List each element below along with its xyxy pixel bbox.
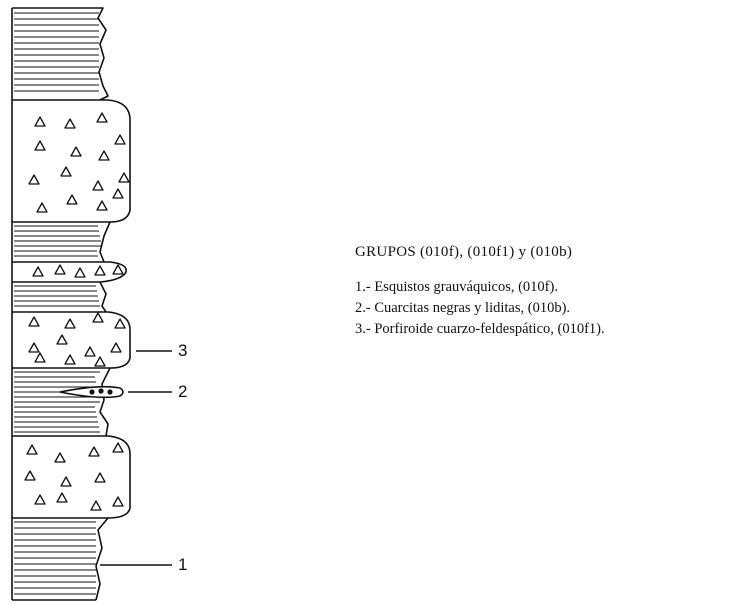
triangle-pattern-mark	[70, 146, 82, 157]
legend-item-1: 1.- Esquistos grauváquicos, (010f).	[355, 279, 558, 295]
triangle-pattern-mark	[34, 140, 46, 151]
legend-title: GRUPOS (010f), (010f1) y (010b)	[355, 244, 573, 260]
triangle-pattern-mark	[110, 342, 122, 353]
porphyroid-unit-c	[12, 435, 131, 519]
callout-label-1: 1	[178, 555, 188, 574]
triangle-pattern-mark	[60, 166, 72, 177]
porphyroid-lens	[12, 261, 127, 283]
legend-item-2: 2.- Cuarcitas negras y liditas, (010b).	[355, 300, 571, 316]
triangle-pattern-mark	[34, 352, 46, 363]
triangle-pattern-mark	[94, 472, 106, 483]
shale-unit-2	[14, 221, 111, 263]
legend: GRUPOS (010f), (010f1) y (010b) 1.- Esqu…	[355, 244, 740, 340]
callout-label-2: 2	[178, 382, 188, 401]
porphyroid-unit-a	[12, 99, 131, 223]
triangle-pattern-mark	[64, 318, 76, 329]
triangle-pattern-mark	[94, 356, 106, 367]
triangle-pattern-mark	[92, 180, 104, 191]
triangle-pattern-mark	[90, 500, 102, 511]
shale-unit-3	[14, 281, 107, 313]
triangle-pattern-mark	[112, 496, 124, 507]
triangle-pattern-mark	[28, 342, 40, 353]
porphyroid-unit-b	[12, 311, 131, 369]
triangle-pattern-mark	[66, 194, 78, 205]
triangle-pattern-mark	[112, 264, 124, 275]
triangle-pattern-mark	[36, 202, 48, 213]
triangle-pattern-mark	[64, 118, 76, 129]
triangle-pattern-mark	[74, 267, 86, 278]
triangle-pattern-mark	[118, 172, 130, 183]
callout-label-3: 3	[178, 341, 188, 360]
shale-unit-bottom	[12, 517, 109, 601]
legend-item-3: 3.- Porfiroide cuarzo-feldespático, (010…	[355, 321, 605, 337]
triangle-pattern-mark	[94, 265, 106, 276]
triangle-pattern-mark	[88, 446, 100, 457]
quartzite-lens	[59, 385, 124, 399]
triangle-pattern-mark	[114, 134, 126, 145]
triangle-pattern-mark	[114, 318, 126, 329]
triangle-pattern-mark	[112, 442, 124, 453]
shale-unit-4	[14, 367, 111, 437]
triangle-pattern-mark	[28, 174, 40, 185]
triangle-pattern-mark	[56, 492, 68, 503]
triangle-pattern-mark	[92, 312, 104, 323]
triangle-pattern-mark	[56, 334, 68, 345]
triangle-pattern-mark	[28, 316, 40, 327]
triangle-pattern-mark	[98, 150, 110, 161]
triangle-pattern-mark	[26, 444, 38, 455]
triangle-pattern-mark	[24, 470, 36, 481]
triangle-pattern-mark	[112, 188, 124, 199]
triangle-pattern-mark	[54, 452, 66, 463]
triangle-pattern-mark	[64, 354, 76, 365]
triangle-pattern-mark	[34, 116, 46, 127]
triangle-pattern-mark	[60, 476, 72, 487]
triangle-pattern-mark	[96, 200, 108, 211]
triangle-pattern-mark	[32, 266, 44, 277]
shale-unit-top	[12, 7, 109, 101]
triangle-pattern-mark	[34, 494, 46, 505]
triangle-pattern-mark	[84, 346, 96, 357]
triangle-pattern-mark	[96, 112, 108, 123]
triangle-pattern-mark	[54, 264, 66, 275]
